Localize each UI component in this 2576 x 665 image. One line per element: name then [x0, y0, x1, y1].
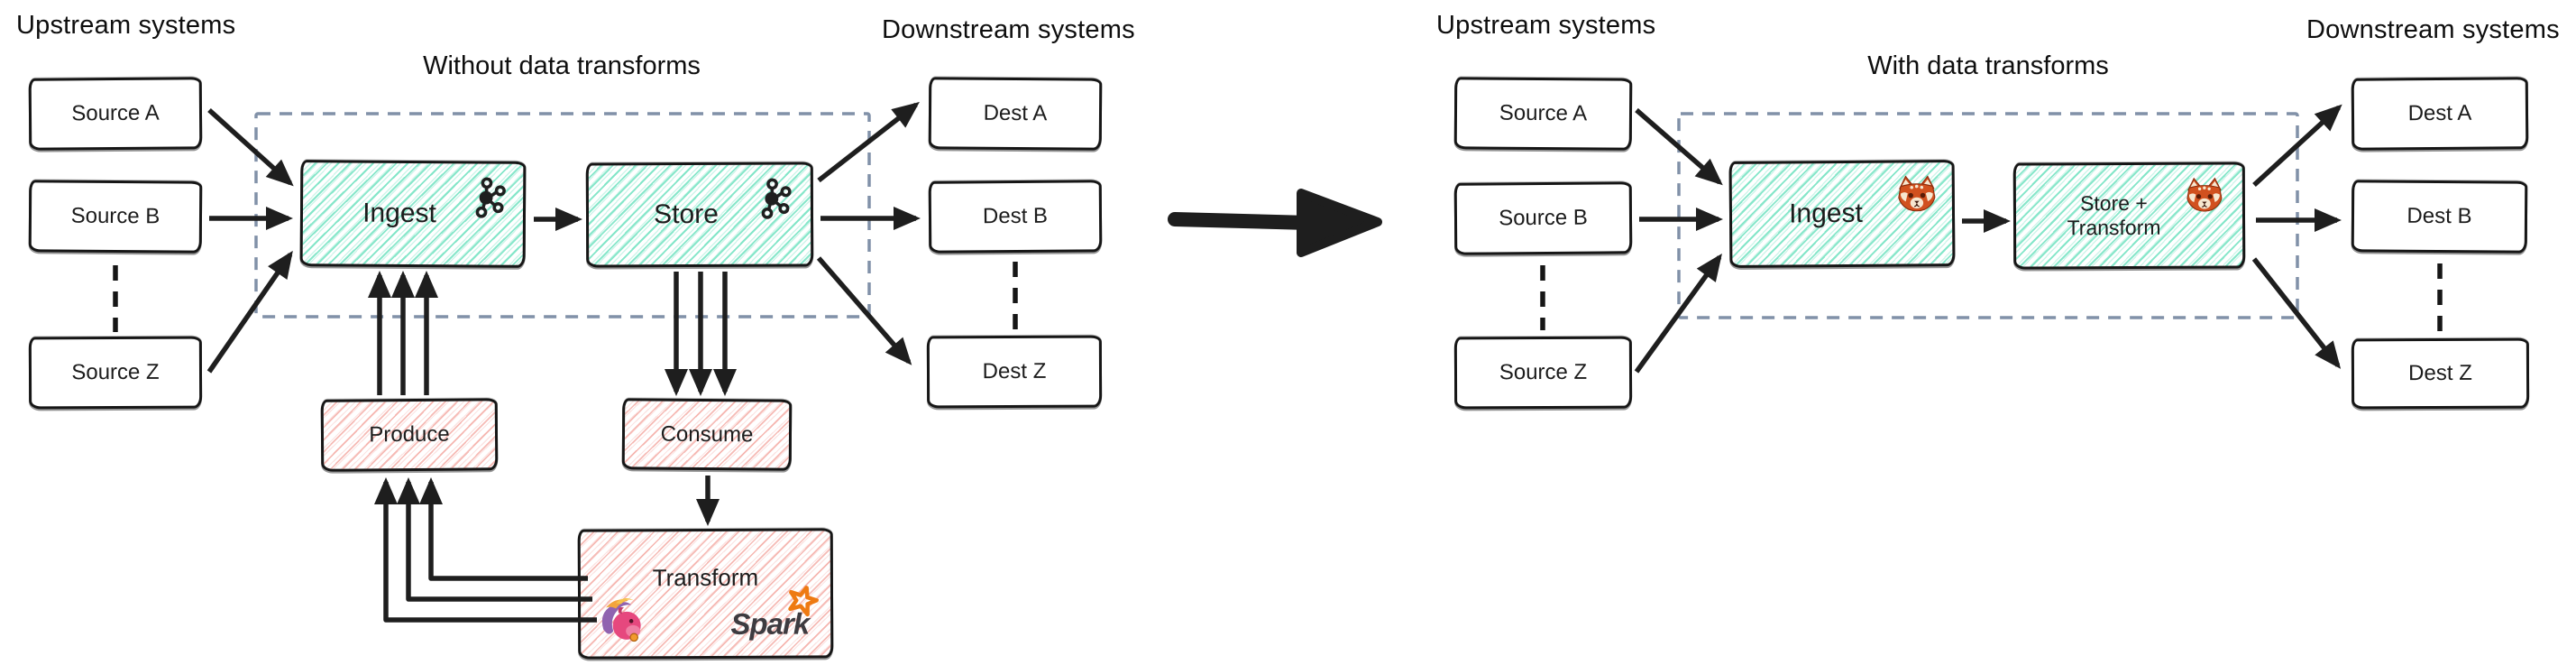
right-store-transform-box: Store + Transform	[2012, 162, 2246, 270]
right-source-b-box: Source B	[1453, 181, 1633, 255]
produce-label: Produce	[369, 421, 450, 448]
spark-logo: Spark	[730, 585, 820, 642]
produce-box: Produce	[320, 398, 499, 472]
right-store-transform-label: Store + Transform	[2067, 190, 2161, 240]
right-dest-a-box: Dest A	[2351, 77, 2529, 151]
left-dest-a-box: Dest A	[928, 77, 1103, 151]
right-source-z-box: Source Z	[1453, 336, 1633, 410]
right-dest-b-box: Dest B	[2351, 180, 2528, 254]
consume-box: Consume	[621, 398, 793, 471]
right-upstream-label: Upstream systems	[1436, 11, 1656, 40]
left-dest-b-label: Dest B	[982, 203, 1049, 229]
left-upstream-label: Upstream systems	[16, 11, 236, 40]
consume-label: Consume	[660, 421, 754, 448]
left-dest-z-box: Dest Z	[926, 335, 1103, 409]
left-source-b-label: Source B	[70, 203, 160, 229]
redpanda-icon	[2185, 177, 2224, 217]
kafka-icon	[761, 178, 792, 226]
store-transform-line1: Store +	[2079, 190, 2148, 216]
right-dest-a-label: Dest A	[2407, 100, 2472, 126]
left-source-b-box: Source B	[28, 180, 203, 254]
left-ingest-label: Ingest	[362, 198, 436, 228]
left-store-box: Store	[585, 162, 814, 268]
right-ingest-box: Ingest	[1728, 160, 1956, 268]
right-source-z-label: Source Z	[1499, 359, 1588, 385]
left-store-label: Store	[654, 199, 719, 229]
flink-squirrel-icon	[597, 594, 644, 649]
left-source-z-box: Source Z	[28, 336, 203, 410]
kafka-icon	[475, 177, 506, 224]
redpanda-icon	[1896, 175, 1938, 216]
right-downstream-label: Downstream systems	[2306, 15, 2560, 44]
right-dest-z-box: Dest Z	[2351, 337, 2530, 410]
left-downstream-label: Downstream systems	[882, 15, 1135, 44]
right-source-a-box: Source A	[1453, 77, 1633, 151]
right-dest-z-label: Dest Z	[2408, 361, 2472, 386]
transform-box: Transform Spark	[577, 528, 834, 660]
left-source-a-box: Source A	[28, 77, 203, 151]
right-source-b-label: Source B	[1499, 205, 1588, 231]
left-ingest-box: Ingest	[299, 160, 527, 268]
right-dest-b-label: Dest B	[2406, 203, 2472, 229]
right-diagram-title: With data transforms	[1867, 51, 2109, 80]
right-ingest-label: Ingest	[1788, 198, 1863, 229]
spark-star-icon	[787, 585, 820, 620]
left-diagram-title: Without data transforms	[423, 51, 701, 80]
left-dest-a-label: Dest A	[983, 100, 1048, 126]
transform-label: Transform	[652, 563, 759, 592]
left-dest-b-box: Dest B	[928, 180, 1103, 254]
left-dest-z-label: Dest Z	[982, 359, 1047, 384]
left-source-a-label: Source A	[71, 100, 160, 126]
left-source-z-label: Source Z	[71, 359, 160, 385]
right-source-a-label: Source A	[1499, 100, 1588, 126]
store-transform-line2: Transform	[2067, 215, 2161, 240]
